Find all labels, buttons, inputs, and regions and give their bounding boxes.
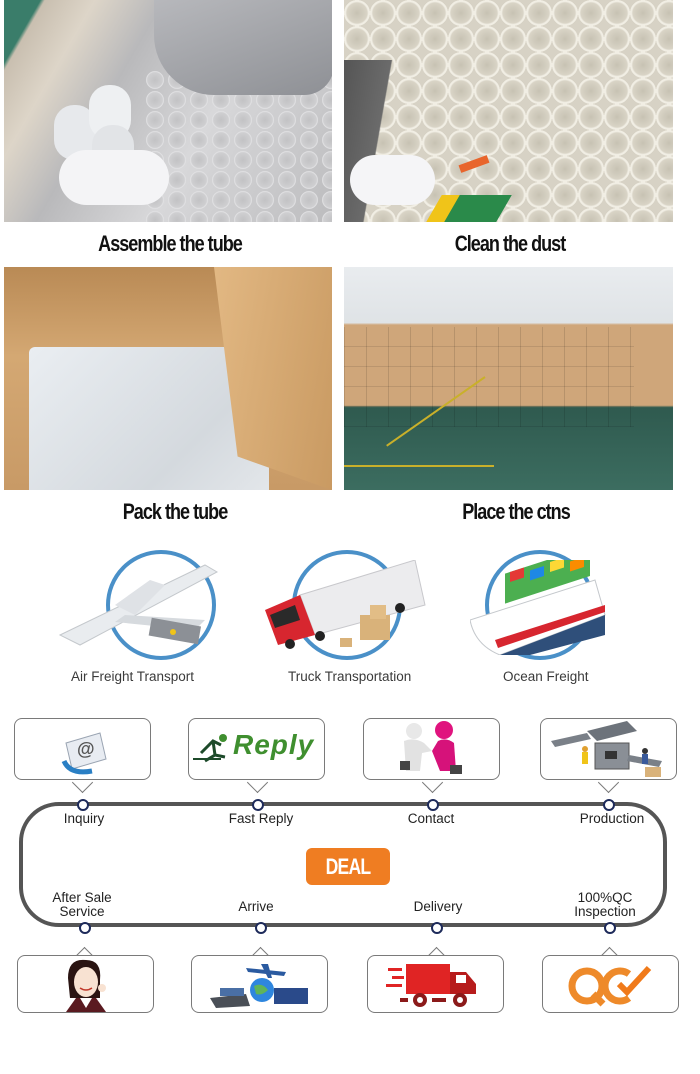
label-qc: 100%QC Inspection	[564, 891, 646, 919]
photo-clean-dust	[344, 0, 673, 222]
bubble: @	[14, 718, 151, 780]
node-dot	[255, 922, 267, 934]
label-line1: 100%QC	[577, 890, 633, 905]
sleeve	[154, 0, 332, 95]
svg-text:@: @	[77, 739, 95, 759]
node-dot	[252, 799, 264, 811]
bubble	[540, 718, 677, 780]
node-dot	[431, 922, 443, 934]
qc-check-icon	[568, 965, 652, 1007]
white-glove	[350, 155, 435, 205]
label-line2: Service	[59, 904, 105, 919]
bubble	[17, 955, 154, 1013]
label-inquiry: Inquiry	[63, 811, 105, 826]
caption-place: Place the ctns	[462, 499, 571, 524]
reply-text: Reply	[233, 729, 315, 760]
node-dot	[603, 799, 615, 811]
carton-stacks	[344, 327, 634, 427]
ring	[106, 550, 216, 660]
global-logistics-icon	[210, 964, 308, 1008]
truck-icon	[265, 560, 426, 649]
caption-assemble: Assemble the tube	[98, 231, 243, 256]
deal-badge: DEAL	[306, 848, 390, 885]
photo-assemble-tube	[4, 0, 332, 222]
floor-line	[344, 465, 494, 467]
node-dot	[427, 799, 439, 811]
email-at-icon: @	[61, 732, 107, 775]
bubble	[367, 955, 504, 1013]
label-after-sale: After Sale Service	[36, 891, 128, 919]
bubble	[542, 955, 679, 1013]
reply-runner-icon	[193, 734, 227, 763]
deal-text: DEAL	[325, 854, 372, 879]
delivery-truck-icon	[386, 964, 476, 1007]
handshake-icon	[400, 721, 462, 774]
airplane-icon	[58, 564, 219, 646]
customer-service-icon	[66, 959, 106, 1012]
white-glove	[59, 150, 169, 205]
photo-pack-tube	[4, 267, 332, 490]
label-arrive: Arrive	[238, 899, 274, 914]
bubble	[191, 955, 328, 1013]
label-contact: Contact	[407, 811, 455, 826]
production-line-icon	[551, 721, 662, 777]
label-line1: After Sale	[52, 890, 112, 905]
label-delivery: Delivery	[413, 899, 463, 914]
node-dot	[77, 799, 89, 811]
label-air: Air Freight Transport	[71, 669, 195, 684]
caption-clean: Clean the dust	[454, 231, 567, 256]
bubble: Reply	[188, 718, 325, 780]
label-line2: Inspection	[574, 904, 636, 919]
label-ocean: Ocean Freight	[503, 669, 589, 684]
node-dot	[79, 922, 91, 934]
caption-pack: Pack the tube	[122, 499, 228, 524]
label-truck: Truck Transportation	[288, 669, 412, 684]
label-production: Production	[579, 811, 645, 826]
node-dot	[604, 922, 616, 934]
cargo-ship-icon	[470, 560, 606, 655]
bubble	[363, 718, 500, 780]
label-fast-reply: Fast Reply	[228, 811, 294, 826]
photo-place-ctns	[344, 267, 673, 490]
process-loop-track	[19, 802, 667, 927]
